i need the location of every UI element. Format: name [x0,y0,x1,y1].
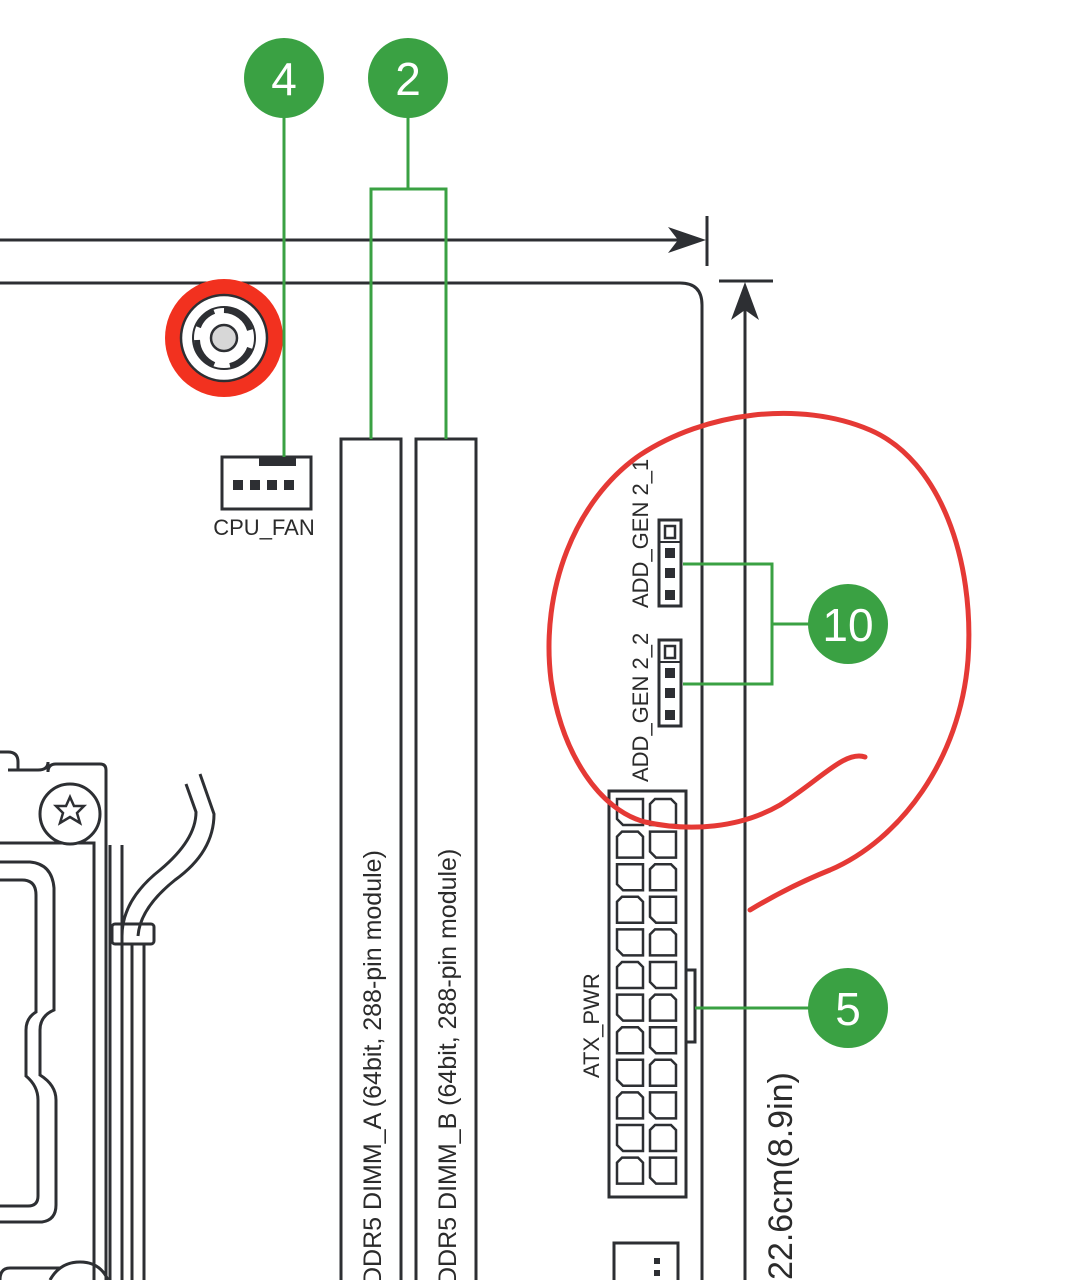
dimm-a-label: DDR5 DIMM_A (64bit, 288-pin module) [359,850,387,1280]
atx-pwr-pins [615,797,678,1185]
dimm-slot-b [414,437,478,1280]
atx-pin [615,928,645,957]
atx-pin [648,1156,678,1185]
atx-pin [648,1058,678,1088]
atx-pin [615,1025,645,1055]
atx-pin [648,1025,678,1055]
add-gen-2-2-label: ADD_GEN 2_2 [628,633,653,782]
board-outline [0,281,704,1280]
callout-2-badge: 2 [368,38,448,118]
cpu-fan-header [220,455,313,511]
callout-4-badge: 4 [244,38,324,118]
add-gen-2-1-label: ADD_GEN 2_1 [628,459,653,608]
atx-pin [648,830,678,859]
atx-pin [648,993,678,1022]
dimension-label: 22.6cm(8.9in) [762,1072,800,1280]
star-screw-icon [38,782,102,846]
atx-pin [615,895,645,925]
svg-text:2: 2 [395,53,421,105]
atx-pin [615,1091,645,1120]
red-annotation-circle [546,410,972,913]
atx-pin [615,830,645,859]
atx-pin [648,960,678,990]
atx-pin [615,1156,645,1185]
atx-pin [615,993,645,1022]
svg-text:5: 5 [835,983,861,1035]
svg-text:10: 10 [822,599,873,651]
atx-pin [648,928,678,957]
atx-pin [648,797,678,827]
svg-text:4: 4 [271,53,297,105]
add-gen-2-1-header [657,518,683,608]
bottom-header [612,1241,680,1280]
atx-pwr-latch [684,968,697,1044]
add-gen-2-2-header [657,638,683,728]
atx-pin [615,862,645,892]
atx-pin [648,1091,678,1120]
atx-pin [615,1058,645,1088]
atx-pin [648,895,678,925]
width-dimension-arrow [0,216,709,266]
atx-pin [648,1123,678,1153]
atx-pin [615,960,645,990]
height-dimension-arrow [719,279,773,1280]
atx-pin [615,1123,645,1153]
cpu-fan-label: CPU_FAN [213,515,314,540]
screw-hole-icon [165,279,283,397]
callout-5-badge: 5 [808,968,888,1048]
atx-pwr-label: ATX_PWR [579,973,604,1078]
leader-lines [282,112,812,1010]
cpu-socket [0,750,216,1280]
atx-pin [648,862,678,892]
arrowhead-up-icon [731,282,759,320]
callout-10-badge: 10 [808,584,888,664]
arrowhead-right-icon [668,227,706,253]
dimm-b-label: DDR5 DIMM_B (64bit, 288-pin module) [434,849,462,1280]
